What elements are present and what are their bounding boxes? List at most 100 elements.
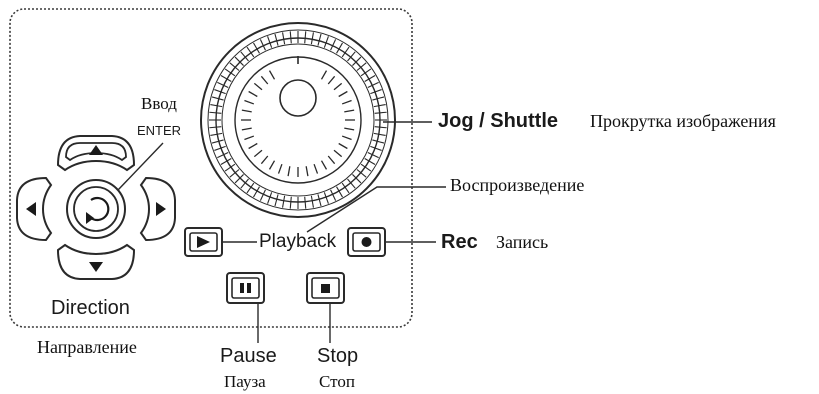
dial-tick	[336, 186, 343, 198]
dial-tick	[313, 163, 319, 174]
direction-pad	[16, 135, 176, 280]
arrow-down-button[interactable]	[56, 243, 136, 280]
dial-tick	[341, 135, 352, 141]
dial-tick	[253, 82, 263, 91]
dial-tick	[356, 169, 367, 178]
dial-tick	[374, 126, 387, 129]
enter-translation-label: Ввод	[141, 94, 177, 113]
dial-tick	[234, 56, 244, 66]
dial-tick	[341, 46, 350, 58]
dial-tick	[304, 31, 307, 44]
dial-tick	[282, 32, 286, 45]
jog-shuttle-dial[interactable]	[200, 22, 396, 218]
dial-tick	[327, 155, 336, 165]
dial-tick	[289, 196, 292, 209]
dial-tick	[372, 96, 385, 101]
dial-tick	[241, 127, 252, 131]
dial-tick	[344, 127, 355, 131]
pause-button[interactable]	[226, 272, 265, 304]
dial-tick	[336, 42, 343, 54]
dial-tick	[347, 51, 356, 62]
dial-tick	[320, 70, 328, 80]
play-button[interactable]	[184, 227, 223, 257]
dial-tick	[217, 152, 229, 159]
dial-tick	[259, 39, 266, 51]
arrow-left-icon	[26, 202, 36, 216]
dial-tick	[367, 152, 379, 159]
playback-translation-label: Воспроизведение	[450, 175, 585, 195]
dial-tick	[370, 145, 382, 151]
dial-tick	[274, 194, 279, 207]
dial-tick	[305, 166, 309, 177]
dial-tick	[373, 132, 386, 136]
dial-tick	[211, 139, 224, 144]
dial-tick	[323, 192, 329, 204]
shuttle-ring-ticks	[209, 31, 387, 209]
jog-wheel-ticks	[241, 70, 355, 177]
jog-finger-dimple	[279, 79, 317, 117]
dial-tick	[310, 32, 314, 45]
dial-tick	[330, 189, 337, 201]
record-button[interactable]	[347, 227, 386, 257]
pause-translation-label: Пауза	[224, 372, 266, 391]
dial-tick	[320, 160, 328, 170]
arrow-down-icon	[89, 262, 103, 272]
dial-tick	[240, 178, 249, 189]
dial-tick	[333, 82, 343, 91]
dial-tick	[274, 33, 279, 46]
dial-tick	[367, 81, 379, 88]
arrow-left-button[interactable]	[16, 176, 53, 242]
dial-tick	[333, 149, 343, 158]
jog-shuttle-translation-label: Прокрутка изображения	[590, 111, 776, 131]
dial-tick	[260, 155, 269, 165]
rec-label: Rec	[441, 231, 478, 253]
dial-tick	[344, 109, 355, 113]
dial-tick	[217, 81, 229, 88]
play-icon	[197, 236, 210, 248]
dial-tick	[338, 90, 348, 98]
arrow-right-button[interactable]	[139, 176, 176, 242]
playback-leader-line	[306, 186, 446, 233]
dial-tick	[372, 139, 385, 144]
record-icon	[361, 237, 372, 247]
jog-shuttle-label: Jog / Shuttle	[438, 110, 558, 132]
dial-tick	[248, 142, 258, 150]
dial-tick	[317, 33, 322, 46]
arrow-up-button[interactable]	[56, 135, 136, 172]
dial-tick	[289, 31, 292, 44]
dial-tick	[224, 68, 236, 77]
dial-tick	[268, 160, 276, 170]
dial-tick	[220, 75, 232, 82]
enter-button[interactable]	[66, 179, 126, 239]
dial-tick	[356, 62, 367, 71]
dial-tick	[370, 89, 382, 95]
arrow-right-icon	[156, 202, 166, 216]
dial-tick	[246, 182, 255, 194]
stop-button[interactable]	[306, 272, 345, 304]
dial-tick	[211, 96, 224, 101]
dial-tick	[209, 126, 222, 129]
enter-return-icon	[86, 196, 110, 224]
dial-tick	[327, 75, 336, 85]
dial-tick	[229, 62, 240, 71]
direction-translation-label: Направление	[37, 337, 137, 357]
dial-tick	[244, 135, 255, 141]
dial-tick	[248, 90, 258, 98]
dial-tick	[210, 104, 223, 108]
panel-outline	[9, 8, 413, 328]
dial-tick	[341, 99, 352, 105]
dial-tick	[352, 56, 362, 66]
dial-tick	[210, 132, 223, 136]
dial-tick	[364, 75, 376, 82]
dial-tick	[267, 192, 273, 204]
dial-tick	[229, 169, 240, 178]
dial-tick	[374, 111, 387, 114]
dial-tick	[317, 194, 322, 207]
dial-tick	[277, 163, 283, 174]
dial-tick	[330, 39, 337, 51]
dial-tick	[214, 145, 226, 151]
direction-label: Direction	[51, 297, 130, 319]
dial-tick	[304, 196, 307, 209]
